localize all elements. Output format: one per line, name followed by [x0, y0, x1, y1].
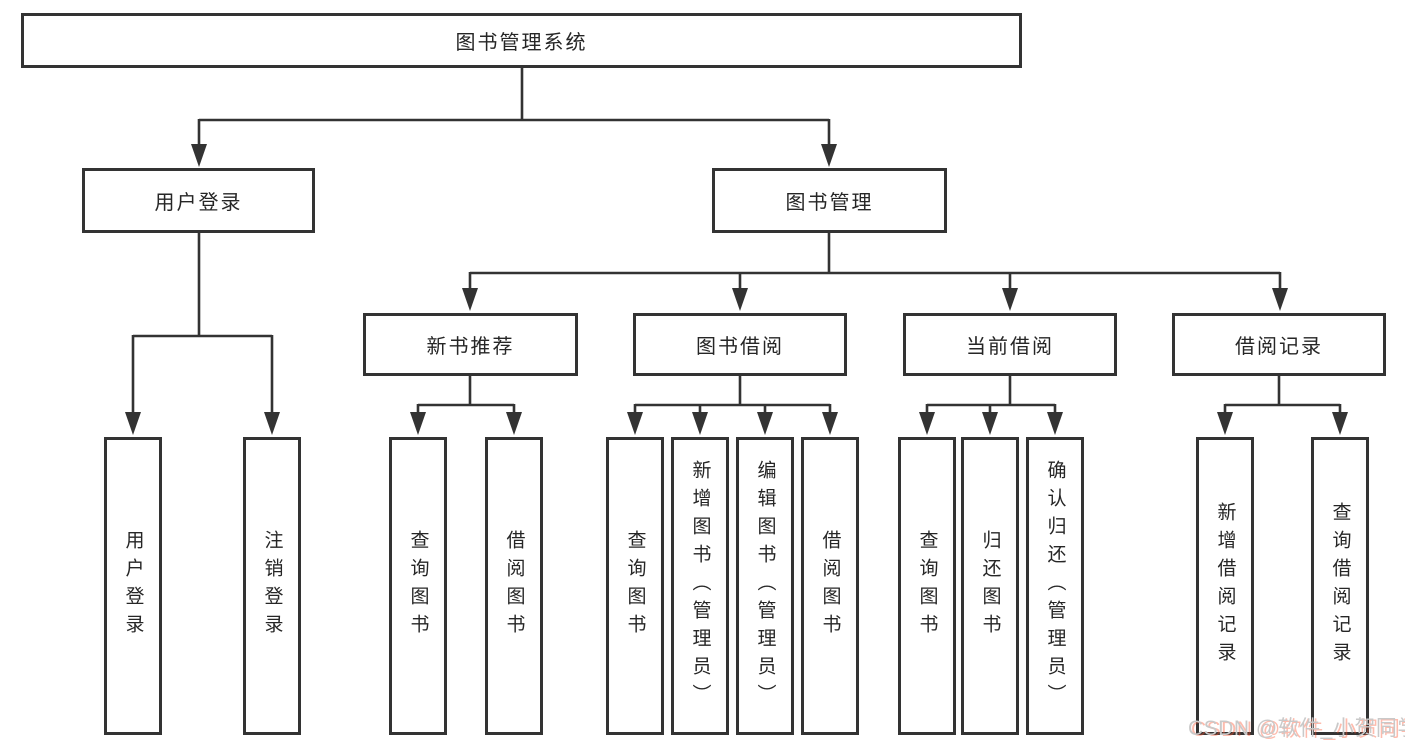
leaf-user-login: 用户登录: [104, 437, 162, 735]
leaf-user-login-label: 用户登录: [122, 530, 144, 642]
leaf-add-borrow-record-label: 新增借阅记录: [1214, 502, 1236, 670]
leaf-query-borrow-record: 查询借阅记录: [1311, 437, 1369, 735]
node-book-management-label: 图书管理: [785, 192, 874, 214]
leaf-query-books-recommend-label: 查询图书: [407, 530, 429, 642]
leaf-borrow-books: 借阅图书: [801, 437, 859, 735]
node-borrowing-records: 借阅记录: [1172, 313, 1386, 376]
node-current-borrowing: 当前借阅: [903, 313, 1117, 376]
leaf-query-books-borrow-label: 查询图书: [624, 530, 646, 642]
node-current-borrowing-label: 当前借阅: [966, 336, 1054, 358]
leaf-logout-login: 注销登录: [243, 437, 301, 735]
node-book-management: 图书管理: [712, 168, 947, 233]
leaf-query-books-recommend: 查询图书: [389, 437, 447, 735]
node-root-label: 图书管理系统: [455, 32, 588, 54]
node-user-login: 用户登录: [82, 168, 315, 233]
leaf-add-borrow-record: 新增借阅记录: [1196, 437, 1254, 735]
node-new-book-recommendation-label: 新书推荐: [426, 336, 515, 358]
connector-paths: [131, 68, 1342, 416]
node-book-borrowing: 图书借阅: [633, 313, 847, 376]
leaf-add-books-admin-label: 新增图书（管理员）: [689, 460, 711, 712]
leaf-query-books-current-label: 查询图书: [916, 530, 938, 642]
leaf-borrow-books-recommend: 借阅图书: [485, 437, 543, 735]
node-user-login-label: 用户登录: [154, 192, 243, 214]
leaf-edit-books-admin-label: 编辑图书（管理员）: [754, 460, 776, 712]
leaf-query-borrow-record-label: 查询借阅记录: [1329, 502, 1351, 670]
leaf-logout-login-label: 注销登录: [261, 530, 283, 642]
leaf-borrow-books-recommend-label: 借阅图书: [503, 530, 525, 642]
arrowheads: [125, 144, 1348, 435]
node-root: 图书管理系统: [21, 13, 1022, 68]
leaf-edit-books-admin: 编辑图书（管理员）: [736, 437, 794, 735]
leaf-confirm-return-admin-label: 确认归还（管理员）: [1044, 460, 1066, 712]
node-book-borrowing-label: 图书借阅: [696, 336, 784, 358]
leaf-query-books-current: 查询图书: [898, 437, 956, 735]
leaf-borrow-books-label: 借阅图书: [819, 530, 841, 642]
leaf-confirm-return-admin: 确认归还（管理员）: [1026, 437, 1084, 735]
node-borrowing-records-label: 借阅记录: [1235, 336, 1323, 358]
leaf-add-books-admin: 新增图书（管理员）: [671, 437, 729, 735]
leaf-query-books-borrow: 查询图书: [606, 437, 664, 735]
leaf-return-books-label: 归还图书: [979, 530, 1001, 642]
node-new-book-recommendation: 新书推荐: [363, 313, 578, 376]
leaf-return-books: 归还图书: [961, 437, 1019, 735]
csdn-watermark: CSDN @软件_小贺同学: [1188, 717, 1405, 740]
